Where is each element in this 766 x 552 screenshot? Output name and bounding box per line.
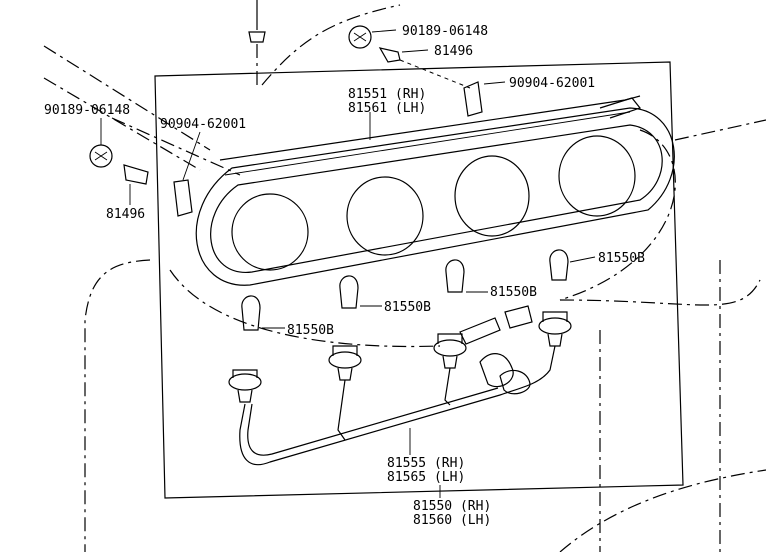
label-lens-lh: 81561 (LH) <box>348 101 426 116</box>
lens-circle-1 <box>231 193 309 271</box>
body-bottom-right <box>559 469 766 552</box>
body-outline-top <box>43 45 211 151</box>
label-socket-top: 81496 <box>434 44 473 59</box>
bulb-right-icon <box>549 249 569 281</box>
bracket-left-leader <box>182 131 201 181</box>
body-outline-left <box>84 259 151 552</box>
socket-left-icon <box>123 164 149 185</box>
lamp-top-rim <box>219 95 641 161</box>
label-bulb-right: 81550B <box>598 251 645 266</box>
left-clip-dashed <box>111 117 241 176</box>
label-bulb-mid-left: 81550B <box>384 300 431 315</box>
lamp-top-rim2 <box>224 111 631 176</box>
body-curve-left <box>169 269 441 348</box>
label-socket-left: 81496 <box>106 207 145 222</box>
bulb-right-leader <box>569 256 596 263</box>
top-nut-icon <box>248 31 266 43</box>
label-bracket-left: 90904-62001 <box>160 117 246 132</box>
lamp-housing-inner <box>210 124 663 273</box>
body-outline-right <box>559 129 676 301</box>
harness-connector-2 <box>499 369 531 395</box>
harness-plug-head <box>504 305 533 329</box>
socket-top-dotted <box>399 59 471 89</box>
lamp-housing-outer <box>195 107 675 286</box>
lens-circle-3 <box>454 155 530 237</box>
label-lens-rh: 81551 (RH) <box>348 87 426 102</box>
lens-circle-2 <box>346 176 424 256</box>
bracket-right-leader <box>483 81 506 85</box>
harness-socket-3 <box>433 333 467 369</box>
label-bracket-right: 90904-62001 <box>509 76 595 91</box>
label-harness-lh: 81565 (LH) <box>387 470 465 485</box>
clip-top-icon <box>348 25 372 49</box>
clip-left-mark <box>94 151 108 161</box>
socket-top-leader <box>401 49 429 53</box>
harness-wire-main <box>239 345 556 466</box>
harness-socket-1 <box>228 369 262 403</box>
harness-wire-2 <box>337 379 346 441</box>
bracket-left-icon <box>173 179 193 217</box>
clip-top-mark <box>353 32 367 42</box>
harness-plug <box>459 317 501 345</box>
harness-connector <box>479 353 514 388</box>
lens-circle-4 <box>558 135 636 217</box>
body-outline-bottom <box>559 279 761 306</box>
bulb-mid-left-icon <box>339 275 359 309</box>
label-assy-rh: 81550 (RH) <box>413 499 491 514</box>
body-curve-top <box>261 4 401 86</box>
label-harness-rh: 81555 (RH) <box>387 456 465 471</box>
lamp-right-tab <box>599 97 642 119</box>
bulb-left-icon <box>241 295 261 331</box>
body-diagonal-right <box>674 119 766 141</box>
socket-top-icon <box>378 47 401 63</box>
label-bulb-mid-right: 81550B <box>490 285 537 300</box>
label-assy-lh: 81560 (LH) <box>413 513 491 528</box>
label-clip-left: 90189-06148 <box>44 103 130 118</box>
label-bulb-left: 81550B <box>287 323 334 338</box>
body-outline-top2 <box>43 77 201 171</box>
bracket-right-icon <box>463 81 483 117</box>
bulb-mid-right-icon <box>445 259 465 293</box>
assembly-box <box>154 61 684 499</box>
harness-socket-2 <box>328 345 362 381</box>
harness-wire-3 <box>444 367 451 406</box>
label-clip-top: 90189-06148 <box>402 24 488 39</box>
clip-top-leader <box>371 29 397 33</box>
harness-socket-4 <box>538 311 572 347</box>
harness-wire-main2 <box>247 387 499 456</box>
